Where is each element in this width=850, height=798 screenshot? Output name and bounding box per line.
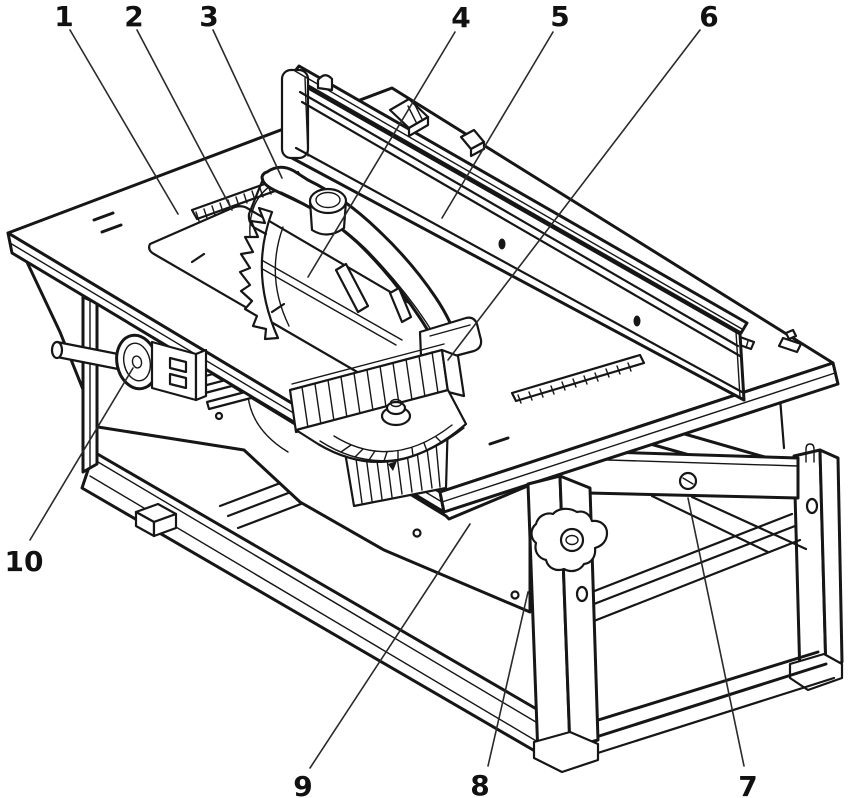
callout-8: 8 <box>470 769 489 798</box>
guard-knob <box>308 187 348 236</box>
fence-end-cap <box>280 68 310 160</box>
fence-hole <box>498 238 506 250</box>
rear-right-leg <box>788 443 844 692</box>
callout-leaders <box>29 29 745 769</box>
callout-numbers: 1 2 3 4 5 6 7 8 9 10 <box>5 0 758 798</box>
rip-fence <box>280 64 749 402</box>
callout-9: 9 <box>293 770 312 798</box>
callout-6: 6 <box>699 0 718 33</box>
fence-clamp-tab <box>459 128 486 158</box>
shelf-rails <box>554 512 802 634</box>
leg-bolt-hole <box>575 585 589 603</box>
mitre-lock-knob <box>380 398 412 427</box>
leg-bolt-hole <box>805 497 819 515</box>
star-knob <box>530 507 609 573</box>
front-right-leg <box>526 474 609 774</box>
switch-bracket <box>150 340 208 402</box>
housing-cutout <box>247 395 289 453</box>
callout-1: 1 <box>54 0 73 33</box>
callout-2: 2 <box>124 0 143 33</box>
left-foot-pad <box>134 502 178 538</box>
fin-bar <box>288 343 466 434</box>
mitre-gauge <box>288 343 468 508</box>
mitre-scale-right <box>510 353 646 404</box>
panel-screw <box>510 590 520 600</box>
callout-10: 10 <box>5 545 44 578</box>
callout-7: 7 <box>738 770 757 798</box>
callout-4: 4 <box>451 1 470 34</box>
fence-hole <box>633 315 641 327</box>
rear-left-post <box>81 295 99 474</box>
height-handwheel <box>50 333 208 402</box>
callout-5: 5 <box>550 0 569 33</box>
protractor-plate <box>294 388 468 471</box>
fence-clamp-tab <box>388 97 430 138</box>
callout-3: 3 <box>199 0 218 33</box>
panel-screw <box>412 528 422 538</box>
leg-foot <box>532 730 600 774</box>
